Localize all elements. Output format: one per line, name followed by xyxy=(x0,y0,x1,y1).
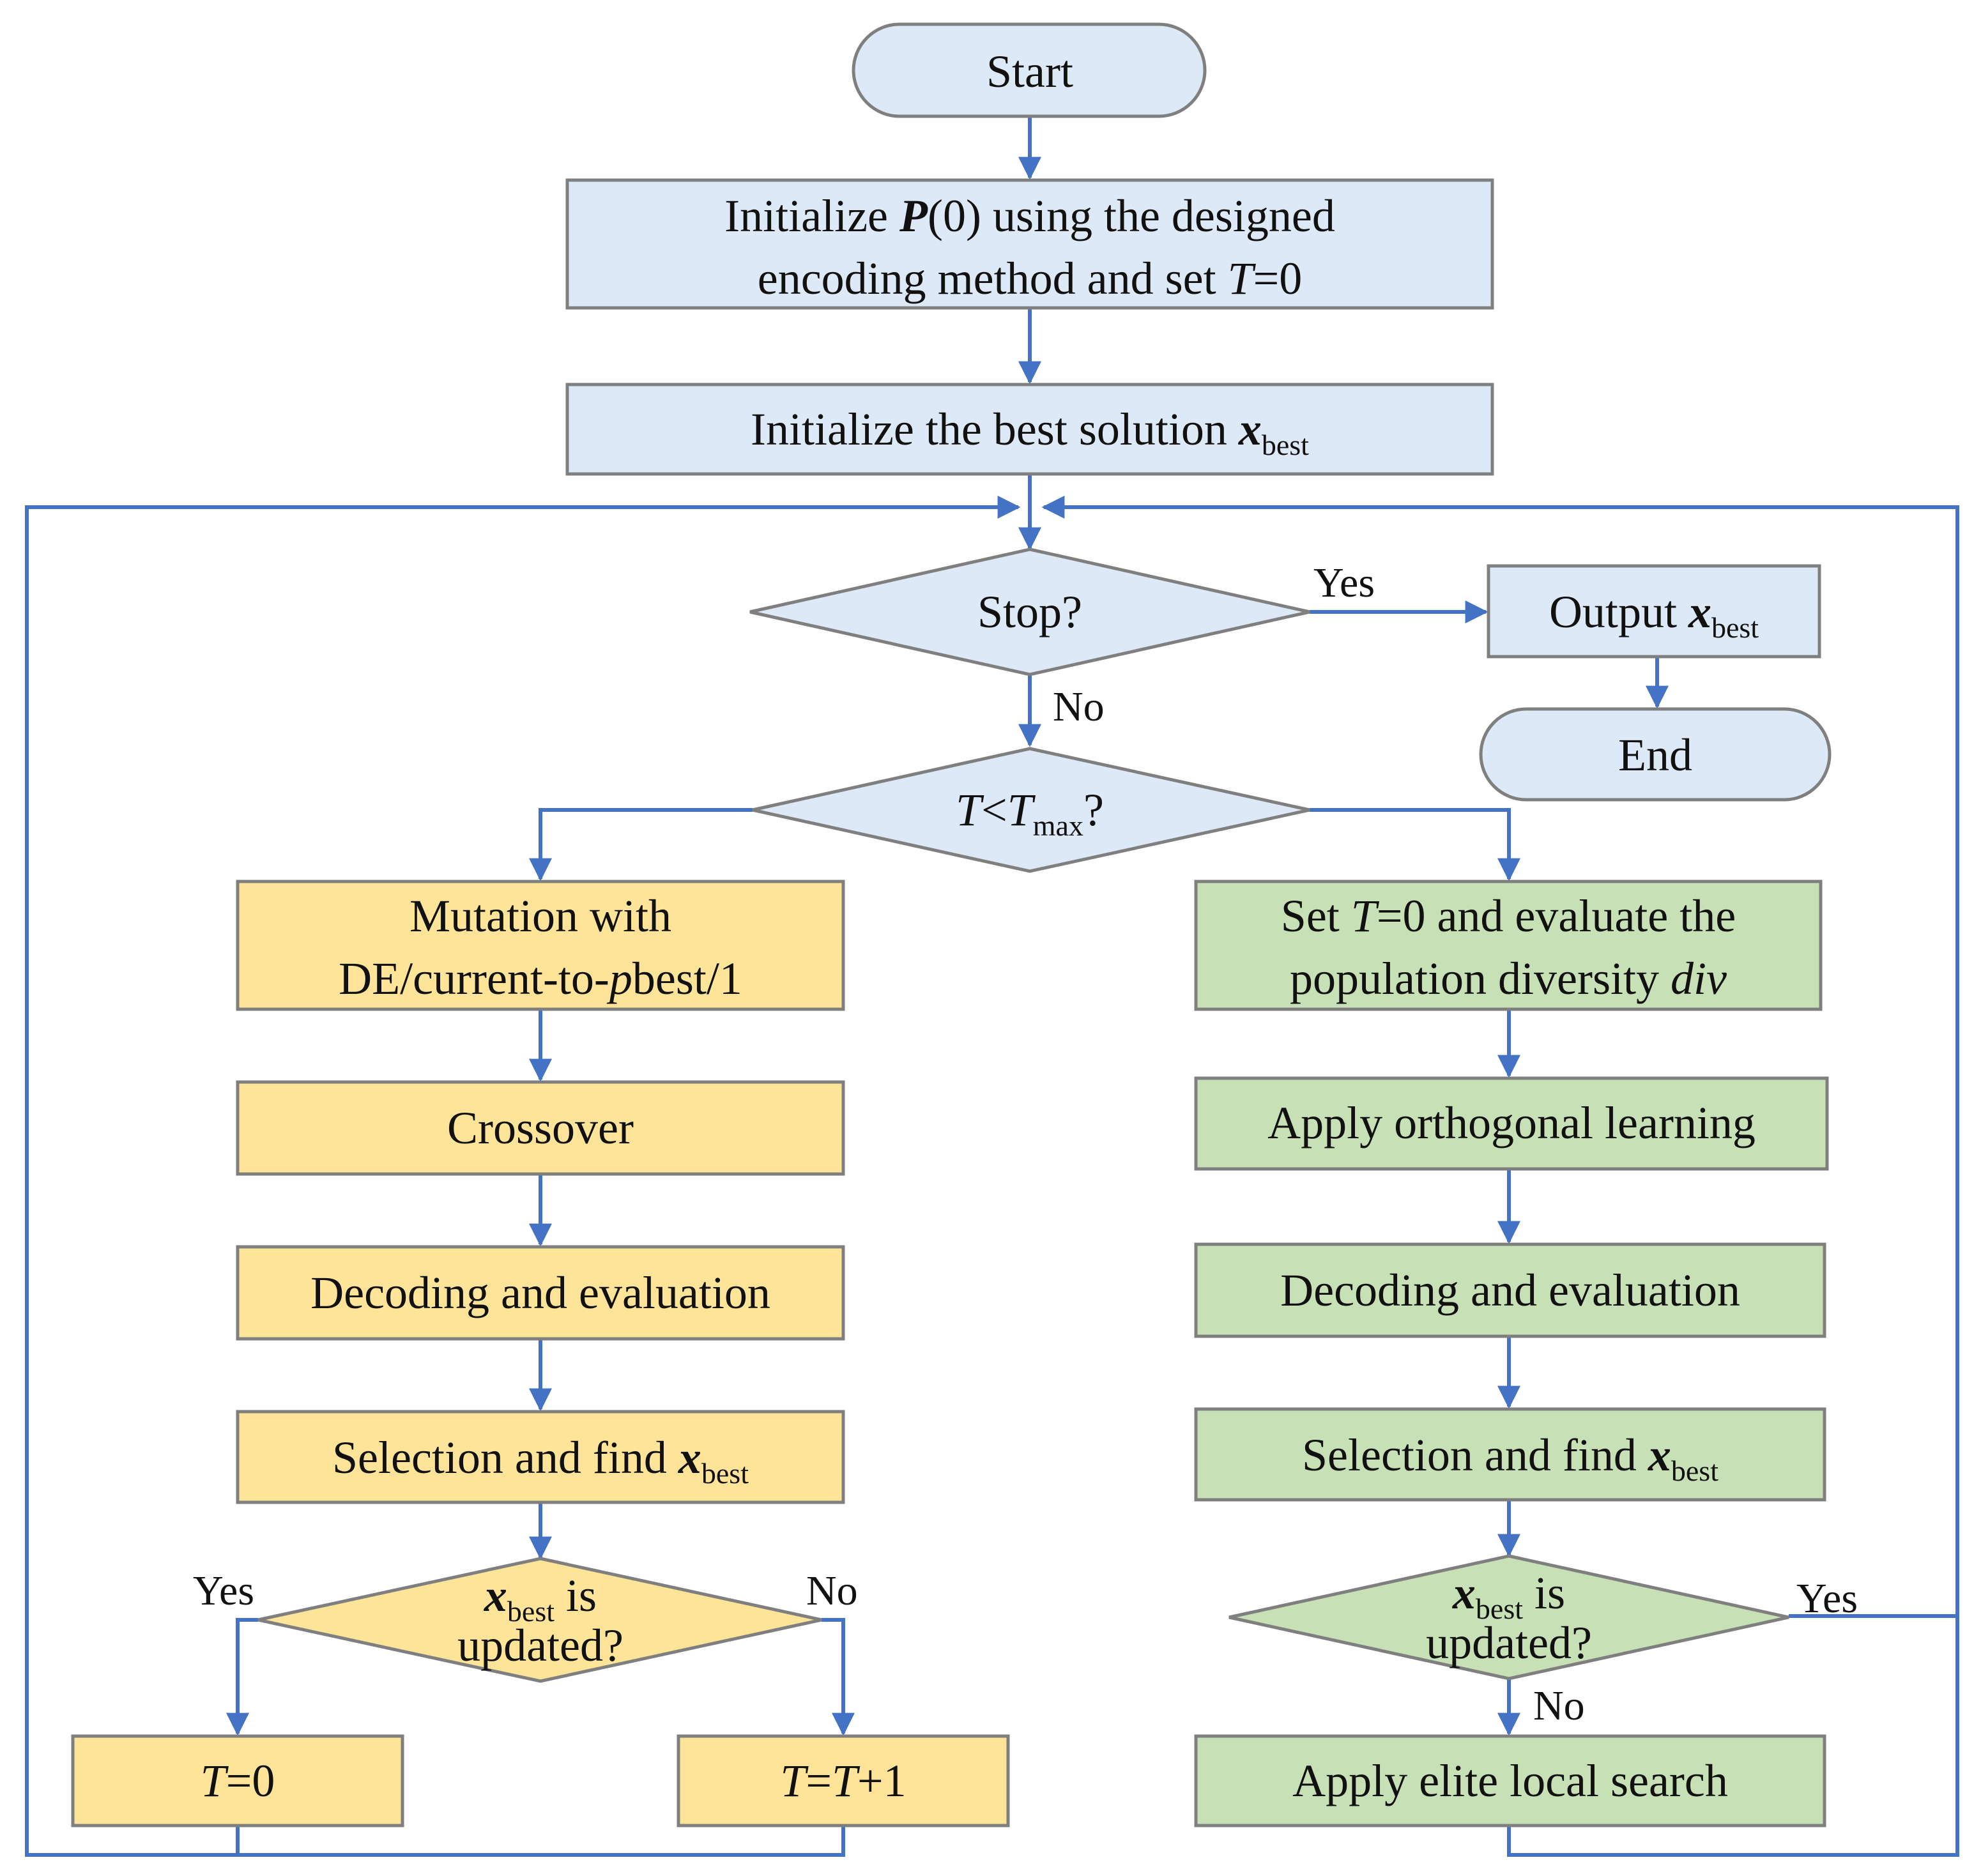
node-t-increment: T=T+1 xyxy=(677,1734,1010,1827)
updated-right-line2: updated? xyxy=(1426,1617,1592,1668)
end-terminal xyxy=(1479,707,1832,802)
decode-left-box xyxy=(236,1245,845,1341)
set-t-line2: population diversity div xyxy=(1290,953,1727,1004)
arrow-tmax-to-mutation xyxy=(529,808,753,881)
init-best-label: Initialize the best solution xbest xyxy=(751,404,1309,461)
updated-right-decision xyxy=(1228,1554,1789,1681)
updated-right-line1: xbest is xyxy=(1452,1567,1565,1625)
node-decode-right: Decoding and evaluation xyxy=(1194,1242,1826,1338)
edge-label-stop-no: No xyxy=(1053,683,1105,730)
node-end: End xyxy=(1479,707,1832,802)
elite-box xyxy=(1194,1734,1826,1827)
updated-left-line2: updated? xyxy=(457,1620,624,1671)
node-tmax: T<Tmax? xyxy=(752,747,1310,873)
arrow-updated-left-yes xyxy=(226,1618,258,1736)
node-updated-right: xbest is updated? xyxy=(1228,1554,1789,1681)
start-label: Start xyxy=(986,46,1073,97)
loop-left-feedback xyxy=(25,496,1021,1857)
node-t-zero: T=0 xyxy=(71,1734,404,1827)
mutation-box xyxy=(236,880,845,1011)
t-zero-label: T=0 xyxy=(201,1755,275,1806)
init-population-line2: encoding method and set T=0 xyxy=(758,253,1302,304)
orthogonal-box xyxy=(1194,1076,1829,1171)
set-t-line1: Set T=0 and evaluate the xyxy=(1281,890,1736,942)
decode-right-label: Decoding and evaluation xyxy=(1280,1265,1740,1316)
node-orthogonal: Apply orthogonal learning xyxy=(1194,1076,1829,1171)
node-set-t: Set T=0 and evaluate the population dive… xyxy=(1194,880,1823,1011)
t-increment-box xyxy=(677,1734,1010,1827)
node-start: Start xyxy=(852,22,1207,118)
node-crossover: Crossover xyxy=(236,1080,845,1176)
arrow-updated-left-no xyxy=(822,1618,855,1736)
node-init-population: Initialize P(0) using the designed encod… xyxy=(565,178,1494,310)
connectors xyxy=(25,116,1959,1857)
select-right-label: Selection and find xbest xyxy=(1302,1430,1718,1487)
loop-right-elite xyxy=(1041,496,1959,1857)
mutation-line2: DE/current-to-pbest/1 xyxy=(339,953,742,1004)
node-mutation: Mutation with DE/current-to-pbest/1 xyxy=(236,880,845,1011)
node-select-left: Selection and find xbest xyxy=(236,1410,845,1504)
end-label: End xyxy=(1618,729,1692,781)
arrow-tmax-to-set xyxy=(1310,808,1520,881)
updated-left-line1: xbest is xyxy=(484,1570,597,1628)
edge-label-right-no: No xyxy=(1533,1682,1585,1729)
start-terminal xyxy=(852,22,1207,118)
set-t-box xyxy=(1194,880,1823,1011)
decode-right-box xyxy=(1194,1242,1826,1338)
node-elite: Apply elite local search xyxy=(1194,1734,1826,1827)
node-init-best: Initialize the best solution xbest xyxy=(565,383,1494,476)
edge-label-right-yes: Yes xyxy=(1796,1575,1858,1622)
node-output: Output xbest xyxy=(1487,564,1821,659)
t-zero-box xyxy=(71,1734,404,1827)
stop-label: Stop? xyxy=(977,586,1082,637)
init-population-box xyxy=(565,178,1494,310)
updated-left-decision xyxy=(257,1557,822,1683)
edge-label-left-yes: Yes xyxy=(193,1567,254,1614)
crossover-box xyxy=(236,1080,845,1176)
crossover-label: Crossover xyxy=(447,1102,634,1154)
init-best-box xyxy=(565,383,1494,476)
output-box xyxy=(1487,564,1821,659)
loop-left-join xyxy=(238,1826,845,1857)
init-population-line1: Initialize P(0) using the designed xyxy=(724,190,1335,241)
node-select-right: Selection and find xbest xyxy=(1194,1407,1826,1502)
orthogonal-label: Apply orthogonal learning xyxy=(1267,1097,1756,1148)
mutation-line1: Mutation with xyxy=(409,890,671,942)
select-right-box xyxy=(1194,1407,1826,1502)
select-left-label: Selection and find xbest xyxy=(332,1432,749,1490)
elite-label: Apply elite local search xyxy=(1292,1755,1728,1806)
select-left-box xyxy=(236,1410,845,1504)
stop-decision xyxy=(749,547,1310,676)
node-stop: Stop? xyxy=(749,547,1310,676)
node-decode-left: Decoding and evaluation xyxy=(236,1245,845,1341)
edge-label-left-no: No xyxy=(806,1567,858,1614)
node-updated-left: xbest is updated? xyxy=(257,1557,822,1683)
edge-label-stop-yes: Yes xyxy=(1313,560,1375,606)
tmax-decision xyxy=(752,747,1310,873)
tmax-label: T<Tmax? xyxy=(956,784,1104,842)
output-label: Output xbest xyxy=(1549,586,1759,644)
decode-left-label: Decoding and evaluation xyxy=(310,1267,770,1318)
t-increment-label: T=T+1 xyxy=(780,1755,906,1806)
